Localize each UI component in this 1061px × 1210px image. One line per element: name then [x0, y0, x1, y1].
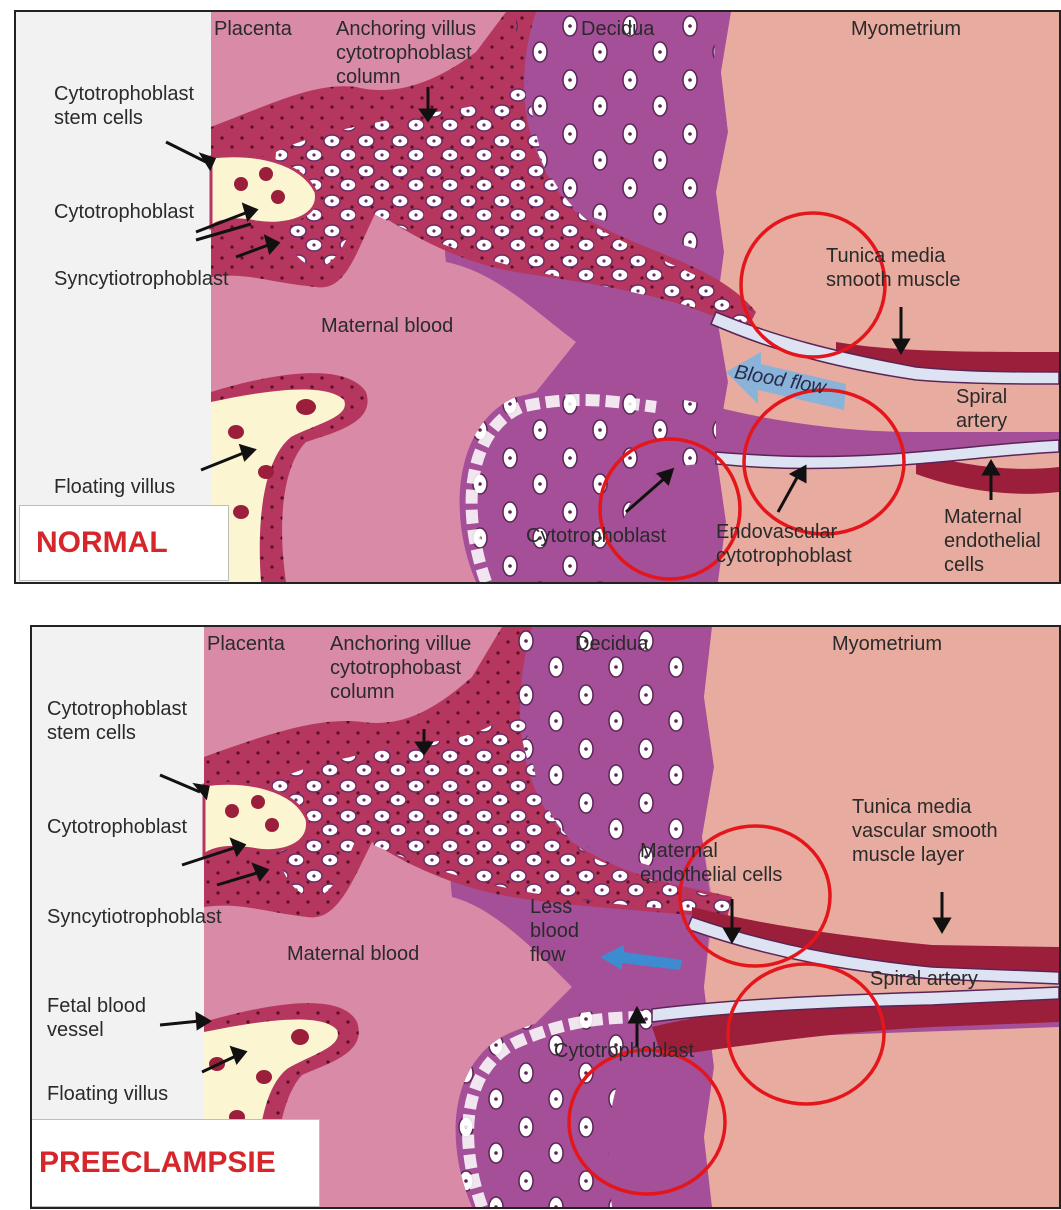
label-maternal-endothelial: Maternal endothelial cells [944, 505, 1041, 577]
label-stem-cells: Cytotrophoblast stem cells [54, 82, 194, 130]
label-cytotrophoblast-left: Cytotrophoblast [47, 815, 187, 839]
label-decidua: Decidua [575, 632, 648, 656]
label-endovascular: Endovascular cytotrophoblast [716, 520, 852, 568]
label-floating-villus: Floating villus [47, 1082, 168, 1106]
label-anchoring-villus: Anchoring villue cytotrophobast column [330, 632, 520, 704]
normal-panel: Placenta Anchoring villus cytotrophoblas… [14, 10, 1061, 584]
label-less-blood-flow: Less blood flow [530, 895, 579, 967]
preeclampsie-panel: Placenta Anchoring villue cytotrophobast… [30, 625, 1061, 1209]
preeclampsie-badge: PREECLAMPSIE [30, 1119, 320, 1207]
label-placenta: Placenta [207, 632, 285, 656]
label-syncytiotrophoblast: Syncytiotrophoblast [54, 267, 229, 291]
label-syncytiotrophoblast: Syncytiotrophoblast [47, 905, 222, 929]
label-spiral-artery: Spiral artery [956, 385, 1007, 433]
label-cytotrophoblast-left: Cytotrophoblast [54, 200, 194, 224]
label-stem-cells: Cytotrophoblast stem cells [47, 697, 187, 745]
label-cytotrophoblast-bottom: Cytotrophoblast [526, 524, 666, 548]
label-fetal-blood-vessel: Fetal blood vessel [47, 994, 146, 1042]
label-myometrium: Myometrium [851, 17, 961, 41]
label-floating-villus: Floating villus [54, 475, 175, 499]
label-myometrium: Myometrium [832, 632, 942, 656]
label-maternal-endothelial: Maternal endothelial cells [640, 839, 782, 887]
label-tunica-media: Tunica media vascular smooth muscle laye… [852, 795, 998, 867]
label-spiral-artery: Spiral artery [870, 967, 978, 991]
label-maternal-blood: Maternal blood [287, 942, 419, 966]
myometrium-region [716, 12, 1059, 582]
label-maternal-blood: Maternal blood [321, 314, 453, 338]
label-tunica-media: Tunica media smooth muscle [826, 244, 961, 292]
label-placenta: Placenta [214, 17, 292, 41]
label-decidua: Decidua [581, 17, 654, 41]
label-anchoring-villus: Anchoring villus cytotrophoblast column [336, 17, 516, 89]
label-cytotrophoblast-bottom: Cytotrophoblast [554, 1039, 694, 1063]
myometrium-region [702, 627, 1059, 1207]
normal-badge: NORMAL [19, 505, 229, 581]
